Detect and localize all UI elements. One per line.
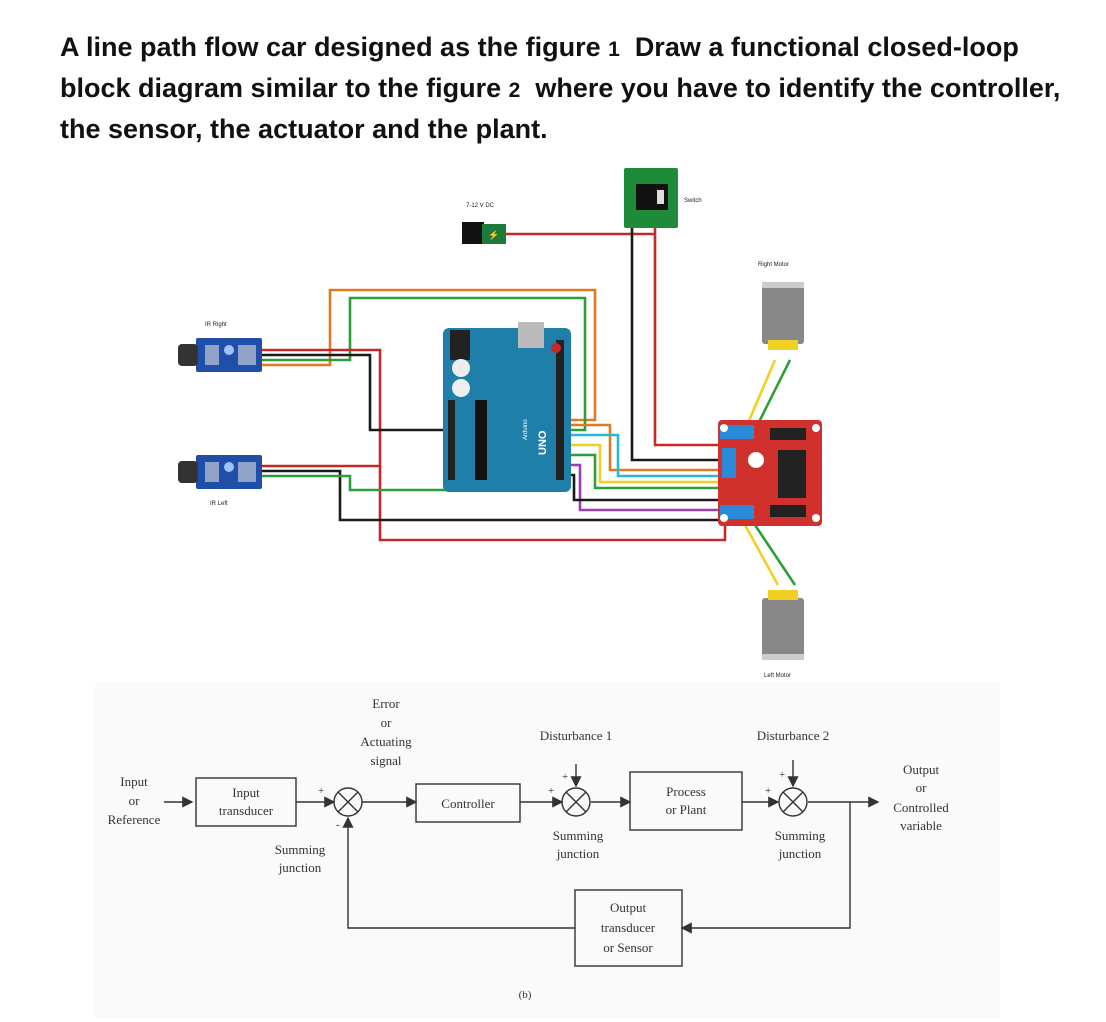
svg-text:+: + (765, 785, 771, 797)
summing2-label-2: junction (556, 846, 600, 861)
summing3-label-2: junction (778, 846, 822, 861)
board-label: UNO (537, 430, 549, 455)
input-transducer-label-1: Input (232, 785, 260, 800)
summing2-label-1: Summing (553, 828, 604, 843)
left-motor: Left Motor (762, 590, 804, 679)
figure-1-ref: 1 (608, 38, 620, 61)
ir-right-label: IR Right (205, 322, 227, 328)
svg-text:+: + (562, 771, 568, 783)
svg-text:⚡: ⚡ (488, 229, 499, 241)
sensor-block (574, 889, 683, 967)
ir-sensor-left: IR Left (178, 455, 262, 507)
wire-switch-black (630, 228, 725, 462)
figure-caption: (b) (519, 989, 532, 1001)
wire-ir-right-black (262, 353, 448, 432)
plant-block (629, 771, 743, 831)
error-label-2: or (381, 715, 393, 730)
sensor-label-3: or Sensor (603, 940, 653, 955)
plant-label-1: Process (666, 784, 706, 799)
svg-text:+: + (779, 769, 785, 781)
summing-junction-3 (778, 787, 808, 817)
arduino-board: Arduino UNO (443, 322, 571, 492)
summing1-label-2: junction (278, 860, 322, 875)
error-label-4: signal (370, 753, 401, 768)
input-label-2: or (129, 793, 141, 808)
output-label-1: Output (903, 762, 940, 777)
wire-ir-right-green (262, 296, 587, 432)
motor-driver (718, 420, 822, 526)
summing-junction-1 (333, 787, 363, 817)
question-part3: where you have to identify the controlle… (60, 73, 1061, 144)
sensor-label-1: Output (610, 900, 647, 915)
plant-label-2: or Plant (666, 802, 707, 817)
wire-sig-yellow (568, 443, 725, 484)
question-part1: A line path flow car designed as the fig… (60, 32, 601, 62)
input-label-3: Reference (108, 812, 161, 827)
switch: Switch (624, 168, 702, 228)
svg-text:+: + (548, 785, 554, 797)
wire-motor-left-yellow (743, 524, 780, 586)
disturbance1-label: Disturbance 1 (540, 728, 613, 743)
svg-text:+: + (318, 785, 324, 797)
figure-2-ref: 2 (508, 79, 521, 102)
wire-power-red (504, 232, 725, 447)
disturbance2-label: Disturbance 2 (757, 728, 830, 743)
summing3-label-1: Summing (775, 828, 826, 843)
output-label-2: or (916, 780, 928, 795)
left-motor-label: Left Motor (764, 673, 791, 679)
wire-ir-right-orange (262, 288, 597, 422)
wire-ir-right-red (262, 348, 727, 542)
wire-sig-cyan (568, 433, 725, 478)
question-part2: Draw a functional closed-loop block diag… (60, 32, 1019, 103)
ir-sensor-right: IR Right (178, 322, 262, 372)
wire-sig-purple (568, 463, 725, 512)
wires (262, 225, 797, 586)
power-label: 7-12 V DC (466, 203, 495, 209)
sign-marks: + - + + + + (318, 769, 785, 831)
right-motor: Right Motor (758, 262, 804, 350)
summing1-label-1: Summing (275, 842, 326, 857)
ir-left-label: IR Left (210, 501, 228, 507)
wire-sig-orange (568, 423, 725, 472)
input-label-1: Input (120, 774, 148, 789)
question-text: A line path flow car designed as the fig… (60, 28, 1080, 149)
board-brand: Arduino (523, 419, 529, 440)
sensor-label-2: transducer (601, 920, 656, 935)
error-label-3: Actuating (360, 734, 412, 749)
switch-label: Switch (684, 198, 702, 204)
controller-block (415, 783, 521, 823)
power-jack: ⚡ 7-12 V DC (462, 203, 506, 244)
wire-ir-left-green (262, 474, 448, 492)
output-label-4: variable (900, 818, 942, 833)
summing-junction-2 (561, 787, 591, 817)
circuit-diagram: ⚡ 7-12 V DC Switch Arduino UNO IR Right (178, 168, 822, 679)
output-label-3: Controlled (893, 800, 949, 815)
wire-sig-green (568, 453, 725, 490)
error-label-1: Error (372, 696, 400, 711)
wire-ir-left-black (262, 469, 725, 522)
block-diagram: + - + + + + Input or Reference Input tra… (95, 682, 1000, 1017)
svg-text:-: - (336, 819, 340, 831)
input-transducer-block (195, 777, 297, 827)
wire-motor-left-green (753, 524, 797, 586)
input-transducer-label-2: transducer (219, 803, 274, 818)
controller-label: Controller (441, 796, 495, 811)
right-motor-label: Right Motor (758, 262, 789, 268)
wire-motor-right-yellow (743, 359, 777, 431)
wire-motor-right-green (753, 359, 792, 431)
